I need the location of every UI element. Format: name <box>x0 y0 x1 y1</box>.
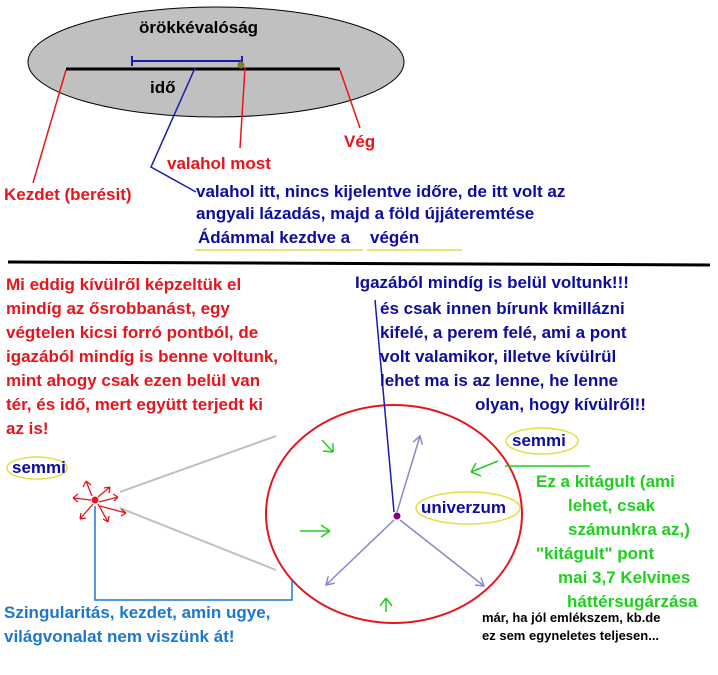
start-connector <box>32 69 67 184</box>
explosion-arrow-5 <box>79 503 94 520</box>
explosion-arrow-6 <box>97 503 110 523</box>
now-dot <box>237 61 245 69</box>
explosion-arrow-4 <box>98 493 119 503</box>
green-text-line-6: háttérsugárzása <box>567 592 698 611</box>
inside-pointer <box>374 299 395 513</box>
left-text-line-3: végtelen kicsi forró pontból, de <box>6 323 259 342</box>
semmi-left-ellipse <box>6 456 68 480</box>
left-text-line-1: Mi eddig kívülről képzeltük el <box>6 275 242 294</box>
radiation-arrow-4 <box>470 460 499 477</box>
universe-center-dot <box>393 512 401 520</box>
right-text-line-2: kifelé, a perem felé, ami a pont <box>380 323 627 342</box>
left-text-line-2: mindíg az ősrobbanást, egy <box>6 299 230 318</box>
green-text-line-1: Ez a kitágult (ami <box>536 472 675 491</box>
expansion-arrow-up <box>396 436 420 513</box>
footnote-line-2: ez sem egyneletes teljesen... <box>482 628 660 643</box>
left-text-line-5: mint ahogy csak ezen belül van <box>6 371 261 390</box>
radiation-arrow-2 <box>300 524 331 538</box>
singularity-bracket <box>94 506 293 601</box>
adam-text-2: végén <box>370 228 420 247</box>
universe-label-ellipse <box>415 491 521 525</box>
radiation-arrow-3 <box>379 597 393 612</box>
left-text-line-6: tér, és idő, mert együtt terjedt ki <box>6 395 263 414</box>
green-text-line-5: mai 3,7 Kelvines <box>558 568 691 587</box>
now-connector <box>239 67 246 149</box>
explosion-arrow-2 <box>97 486 111 498</box>
right-text-line-5: olyan, hogy kívülről!! <box>475 395 646 414</box>
start-label: Kezdet (berésit) <box>4 185 132 204</box>
left-text-line-4: igazából mindíg is benne voltunk, <box>6 347 279 366</box>
footnote-line-1: már, ha jól emlékszem, kb.de <box>482 610 661 625</box>
universe-circle <box>265 404 523 624</box>
explosion-arrow-3 <box>72 493 92 503</box>
radiation-arrow-1 <box>321 439 334 453</box>
note-line-2: angyali lázadás, majd a föld újjáteremté… <box>196 204 535 223</box>
green-text-line-3: számunkra az,) <box>568 520 690 539</box>
time-label: idő <box>150 78 176 97</box>
green-text-line-4: "kitágult" pont <box>536 544 655 563</box>
right-text-line-1: és csak innen bírunk kmillázni <box>380 299 625 318</box>
semmi-right-label: semmi <box>512 431 566 450</box>
cone-line-top <box>119 435 277 493</box>
semmi-right-ellipse <box>505 427 579 455</box>
singularity-line-2: világvonalat nem viszünk át! <box>4 627 235 646</box>
section-divider <box>7 260 711 267</box>
end-label: Vég <box>344 132 376 151</box>
adam-text-1: Ádámmal kezdve a <box>198 228 351 247</box>
somewhere-now-label: valahol most <box>167 154 271 173</box>
radiation-arrows <box>300 439 590 612</box>
semmi-left-label: semmi <box>12 458 66 477</box>
green-text-line-2: lehet, csak <box>568 496 655 515</box>
universe-label: univerzum <box>421 498 507 517</box>
eternity-label: örökkévalóság <box>139 18 259 37</box>
expansion-arrow-down-left <box>326 519 395 585</box>
explosion-arrow-7 <box>99 505 127 517</box>
left-text-line-7: az is! <box>6 419 49 438</box>
singularity-dot <box>91 496 99 504</box>
expansion-arrow-down-right <box>399 519 484 586</box>
end-connector <box>339 69 361 129</box>
right-text-line-4: lehet ma is az lenne, he lenne <box>380 371 619 390</box>
explosion-arrows <box>72 480 127 523</box>
explosion-arrow-1 <box>82 480 93 497</box>
note-line-1: valahol itt, nincs kijelentve időre, de … <box>196 182 566 201</box>
right-title: Igazából mindíg is belül voltunk!!! <box>355 273 629 292</box>
cone-line-bottom <box>119 507 277 571</box>
right-text-line-3: volt valamikor, illetve kívülrül <box>380 347 617 366</box>
singularity-line-1: Szingularitás, kezdet, amin ugye, <box>4 603 271 622</box>
somewhere-connector <box>150 67 197 193</box>
